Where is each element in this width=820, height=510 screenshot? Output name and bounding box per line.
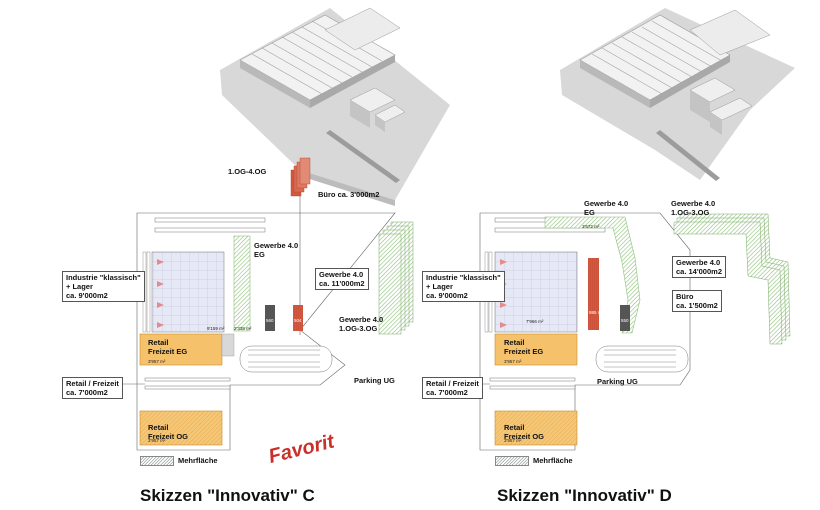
area-grey-c: 560 m² bbox=[266, 318, 281, 323]
mehrflaeche-label-c: Mehrfläche bbox=[178, 456, 218, 465]
area-industrie-c: 9'159 m² bbox=[207, 326, 225, 331]
gewerbe-og-label-d: Gewerbe 4.0 ca. 14'000m2 bbox=[672, 256, 726, 278]
buero-label-c: Büro ca. 3'000m2 bbox=[318, 190, 380, 199]
buero-label-d: Büro ca. 1'500m2 bbox=[672, 290, 722, 312]
area-industrie-d: 7'966 m² bbox=[526, 319, 544, 324]
gewerbe-og-label-c: Gewerbe 4.0 ca. 11'000m2 bbox=[315, 268, 369, 290]
parking-label-c: Parking UG bbox=[354, 376, 395, 385]
industrie-label-d: Industrie "klassisch" + Lager ca. 9'000m… bbox=[422, 271, 505, 302]
retail-eg-label-c: Retail Freizeit EG bbox=[148, 338, 188, 356]
site-plan-c bbox=[112, 157, 414, 451]
caption-c: Skizzen "Innovativ" C bbox=[140, 486, 315, 505]
area-retail-eg-c: 3'957 m² bbox=[148, 359, 166, 364]
mehrflaeche-label-d: Mehrfläche bbox=[533, 456, 573, 465]
og-label-c: 1.OG-4.OG bbox=[228, 167, 267, 176]
retail-og-label-d: Retail Freizeit OG bbox=[504, 423, 545, 441]
mehrflaeche-swatch-d bbox=[495, 456, 529, 466]
gewerbe-og-floors-label-d: Gewerbe 4.0 1.OG-3.OG bbox=[671, 199, 716, 217]
site-plan-d bbox=[455, 212, 791, 451]
area-gewerbe-c: 2'338 m² bbox=[234, 326, 252, 331]
parking-label-d: Parking UG bbox=[597, 377, 638, 386]
industrie-label-c: Industrie "klassisch" + Lager ca. 9'000m… bbox=[62, 271, 145, 302]
retail-og-label-c: Retail Freizeit OG bbox=[148, 423, 189, 441]
caption-d: Skizzen "Innovativ" D bbox=[497, 486, 672, 505]
area-retail-og-d: 3'957 m² bbox=[504, 438, 522, 443]
retail-freizeit-label-d: Retail / Freizeit ca. 7'000m2 bbox=[422, 377, 483, 399]
area-retail-eg-d: 3'957 m² bbox=[504, 359, 522, 364]
gewerbe-og-floors-label-c: Gewerbe 4.0 1.OG-3.OG bbox=[339, 315, 384, 333]
area-top-d: 3'572 m² bbox=[582, 224, 600, 229]
retail-freizeit-label-c: Retail / Freizeit ca. 7'000m2 bbox=[62, 377, 123, 399]
gewerbe-eg-label-d: Gewerbe 4.0 EG bbox=[584, 199, 629, 217]
gewerbe-eg-label-c: Gewerbe 4.0 EG bbox=[254, 241, 299, 259]
area-red-d: 985 m² bbox=[589, 310, 604, 315]
area-red-c: 504 m² bbox=[294, 318, 309, 323]
mehrflaeche-swatch-c bbox=[140, 456, 174, 466]
area-grey-d: 550 m² bbox=[621, 318, 636, 323]
retail-eg-label-d: Retail Freizeit EG bbox=[504, 338, 544, 356]
massing-model-c bbox=[220, 7, 450, 206]
massing-model-d bbox=[560, 8, 795, 181]
area-retail-og-c: 3'957 m² bbox=[148, 438, 166, 443]
